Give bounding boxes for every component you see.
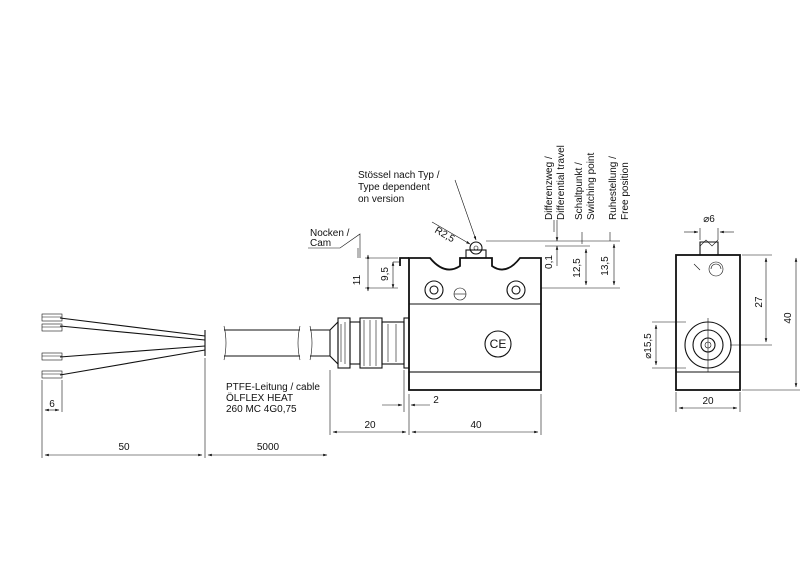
- dim-height-13-5: 13,5: [600, 256, 611, 276]
- actuator-note-line-2: Type dependent: [358, 182, 430, 193]
- dim-width-40-body: 40: [470, 420, 482, 431]
- dim-height-40: 40: [783, 312, 794, 324]
- dim-width-20-side: 20: [702, 396, 714, 407]
- radius-label: R2,5: [433, 225, 457, 245]
- cable-note-line-2: ÖLFLEX HEAT: [226, 392, 293, 404]
- dim-height-12-5: 12,5: [572, 258, 583, 278]
- actuator-leader: [454, 179, 477, 241]
- bottom-length-dims: [41, 358, 542, 458]
- side-view: [675, 239, 741, 391]
- cam-note-line-1: Nocken /: [310, 228, 350, 239]
- cam-note-line-2: Cam: [310, 238, 331, 249]
- left-height-dims: [365, 254, 400, 292]
- dim-length-6: 6: [49, 399, 55, 410]
- switching-point-line-1: Schaltpunkt /: [574, 162, 585, 220]
- right-height-dims: [541, 220, 620, 289]
- actuator-note-line-3: on version: [358, 194, 404, 205]
- dim-width-2: 2: [433, 395, 439, 406]
- dim-length-50: 50: [118, 442, 130, 453]
- cable-wires: [41, 313, 330, 379]
- switch-body: [399, 240, 545, 391]
- dim-diameter-6: ⌀6: [703, 214, 715, 225]
- differential-travel-line-2: Differential travel: [556, 145, 567, 220]
- cable-note-line-1: PTFE-Leitung / cable: [226, 382, 320, 393]
- cam-symbol: [308, 233, 361, 258]
- dim-height-11: 11: [352, 274, 363, 285]
- dim-length-5000: 5000: [257, 442, 280, 453]
- cable-gland: [329, 317, 410, 369]
- radius-leader: [431, 221, 471, 245]
- side-view-dims: [652, 228, 800, 412]
- actuator-note-line-1: Stössel nach Typ /: [358, 170, 440, 181]
- dim-diameter-15-5: ⌀15,5: [643, 333, 654, 359]
- dim-width-20-gland: 20: [364, 420, 376, 431]
- ce-mark: CE: [490, 337, 507, 351]
- ce-mark-circle: [484, 330, 512, 358]
- dim-travel-0-1: 0,1: [544, 255, 555, 269]
- free-position-line-1: Ruhestellung /: [608, 156, 619, 220]
- cable-note-line-3: 260 MC 4G0,75: [226, 404, 297, 415]
- differential-travel-line-1: Differenzweg /: [544, 156, 555, 220]
- free-position-line-2: Free position: [620, 162, 631, 220]
- dim-height-27: 27: [754, 296, 765, 308]
- dim-height-9-5: 9,5: [380, 267, 391, 281]
- switching-point-line-2: Switching point: [586, 153, 597, 220]
